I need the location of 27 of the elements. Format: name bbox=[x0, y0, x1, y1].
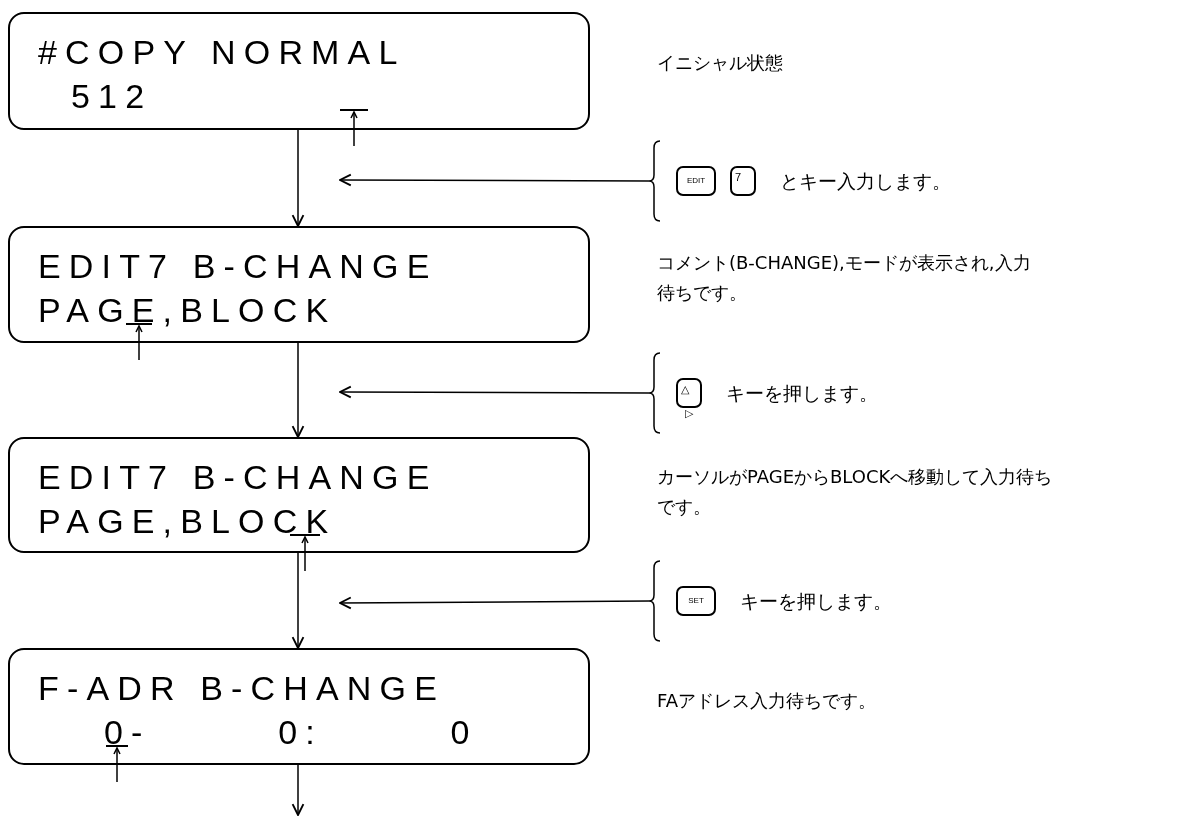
display-text: F-ADR B-CHANGE bbox=[38, 668, 446, 709]
display-text: EDIT7 B-CHANGE bbox=[38, 457, 438, 498]
display-text: PAGE,BLOCK bbox=[38, 290, 337, 331]
key-button: 7 bbox=[730, 166, 756, 196]
display-text: PAGE,BLOCK bbox=[38, 501, 337, 542]
display-text: 0- 0: 0 bbox=[103, 712, 478, 753]
description-text: FAアドレス入力待ちです。 bbox=[657, 689, 877, 713]
key-sub-symbol: ▷ bbox=[685, 407, 693, 419]
key-button: △ bbox=[676, 378, 702, 408]
instruction-text: キーを押します。 bbox=[740, 588, 892, 614]
key-button: SET bbox=[676, 586, 716, 616]
display-text: #COPY NORMAL bbox=[38, 32, 406, 73]
description-text: カーソルがPAGEからBLOCKへ移動して入力待ちです。 bbox=[657, 465, 1054, 519]
arrow bbox=[339, 173, 650, 187]
description-text: コメント(B-CHANGE),モードが表示され,入力待ちです。 bbox=[657, 251, 1032, 305]
arrow bbox=[291, 342, 305, 438]
arrow bbox=[291, 552, 305, 649]
arrow bbox=[291, 764, 305, 816]
instruction-text: キーを押します。 bbox=[726, 380, 878, 406]
arrow bbox=[291, 129, 305, 227]
arrow bbox=[339, 385, 650, 399]
display-text: EDIT7 B-CHANGE bbox=[38, 246, 438, 287]
display-text: 512 bbox=[70, 76, 153, 117]
key-button: EDIT bbox=[676, 166, 716, 196]
description-text: イニシャル状態 bbox=[657, 51, 784, 75]
arrow bbox=[339, 596, 650, 610]
instruction-text: とキー入力します。 bbox=[780, 168, 951, 194]
